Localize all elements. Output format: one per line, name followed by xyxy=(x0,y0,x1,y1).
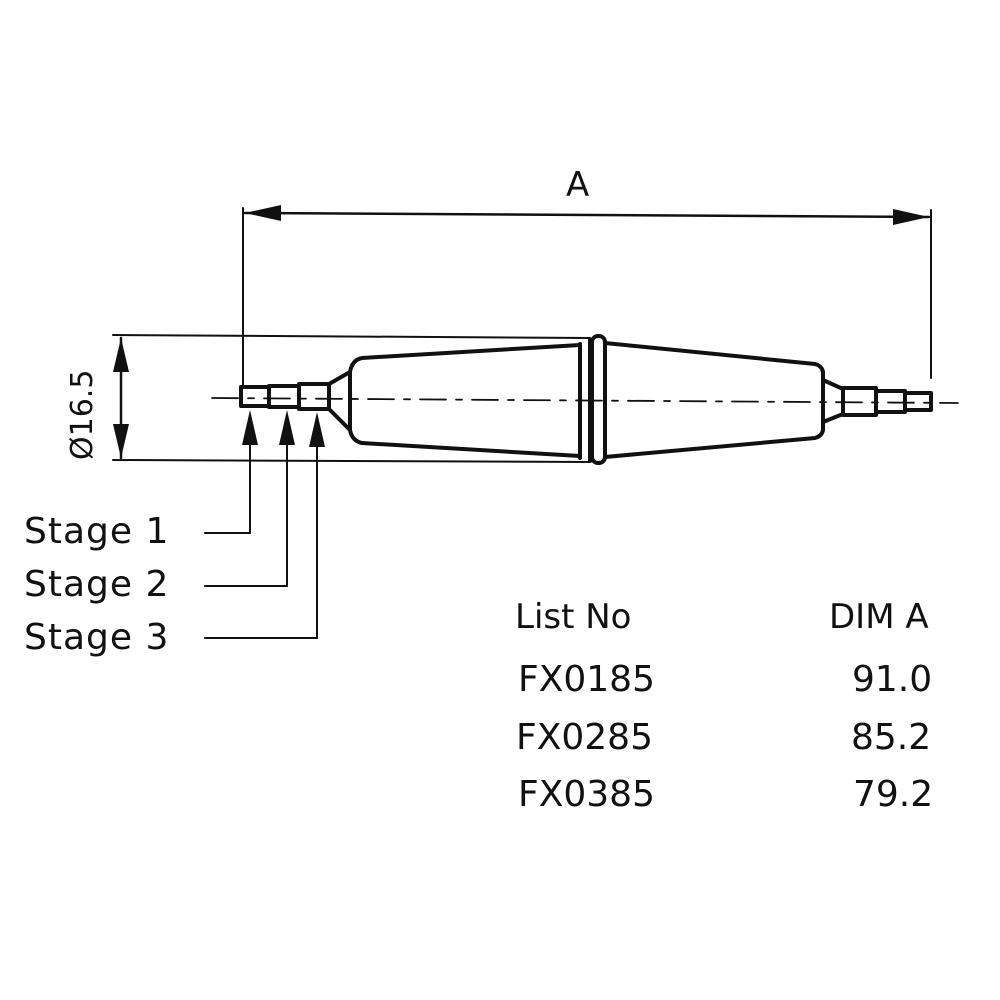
diameter-label: Ø16.5 xyxy=(65,369,100,460)
header-list-no: List No xyxy=(515,597,632,637)
row-1-dim-a: 91.0 xyxy=(852,659,933,700)
stage-leaders xyxy=(204,410,325,639)
dimension-a-label: A xyxy=(566,165,590,205)
diameter-dimension xyxy=(112,334,591,463)
header-dim-a: DIM A xyxy=(829,597,929,637)
row-3-dim-a: 79.2 xyxy=(853,774,934,815)
row-3-list-no: FX0385 xyxy=(518,774,655,815)
row-2-list-no: FX0285 xyxy=(516,717,653,758)
stage-3-label: Stage 3 xyxy=(24,617,170,658)
stage-2-label: Stage 2 xyxy=(24,564,170,605)
stage-1-label: Stage 1 xyxy=(24,511,170,552)
filter-body xyxy=(239,334,933,465)
row-2-dim-a: 85.2 xyxy=(851,717,932,758)
dimension-a-line xyxy=(242,205,932,386)
center-line xyxy=(211,397,959,404)
row-1-list-no: FX0185 xyxy=(518,659,655,700)
